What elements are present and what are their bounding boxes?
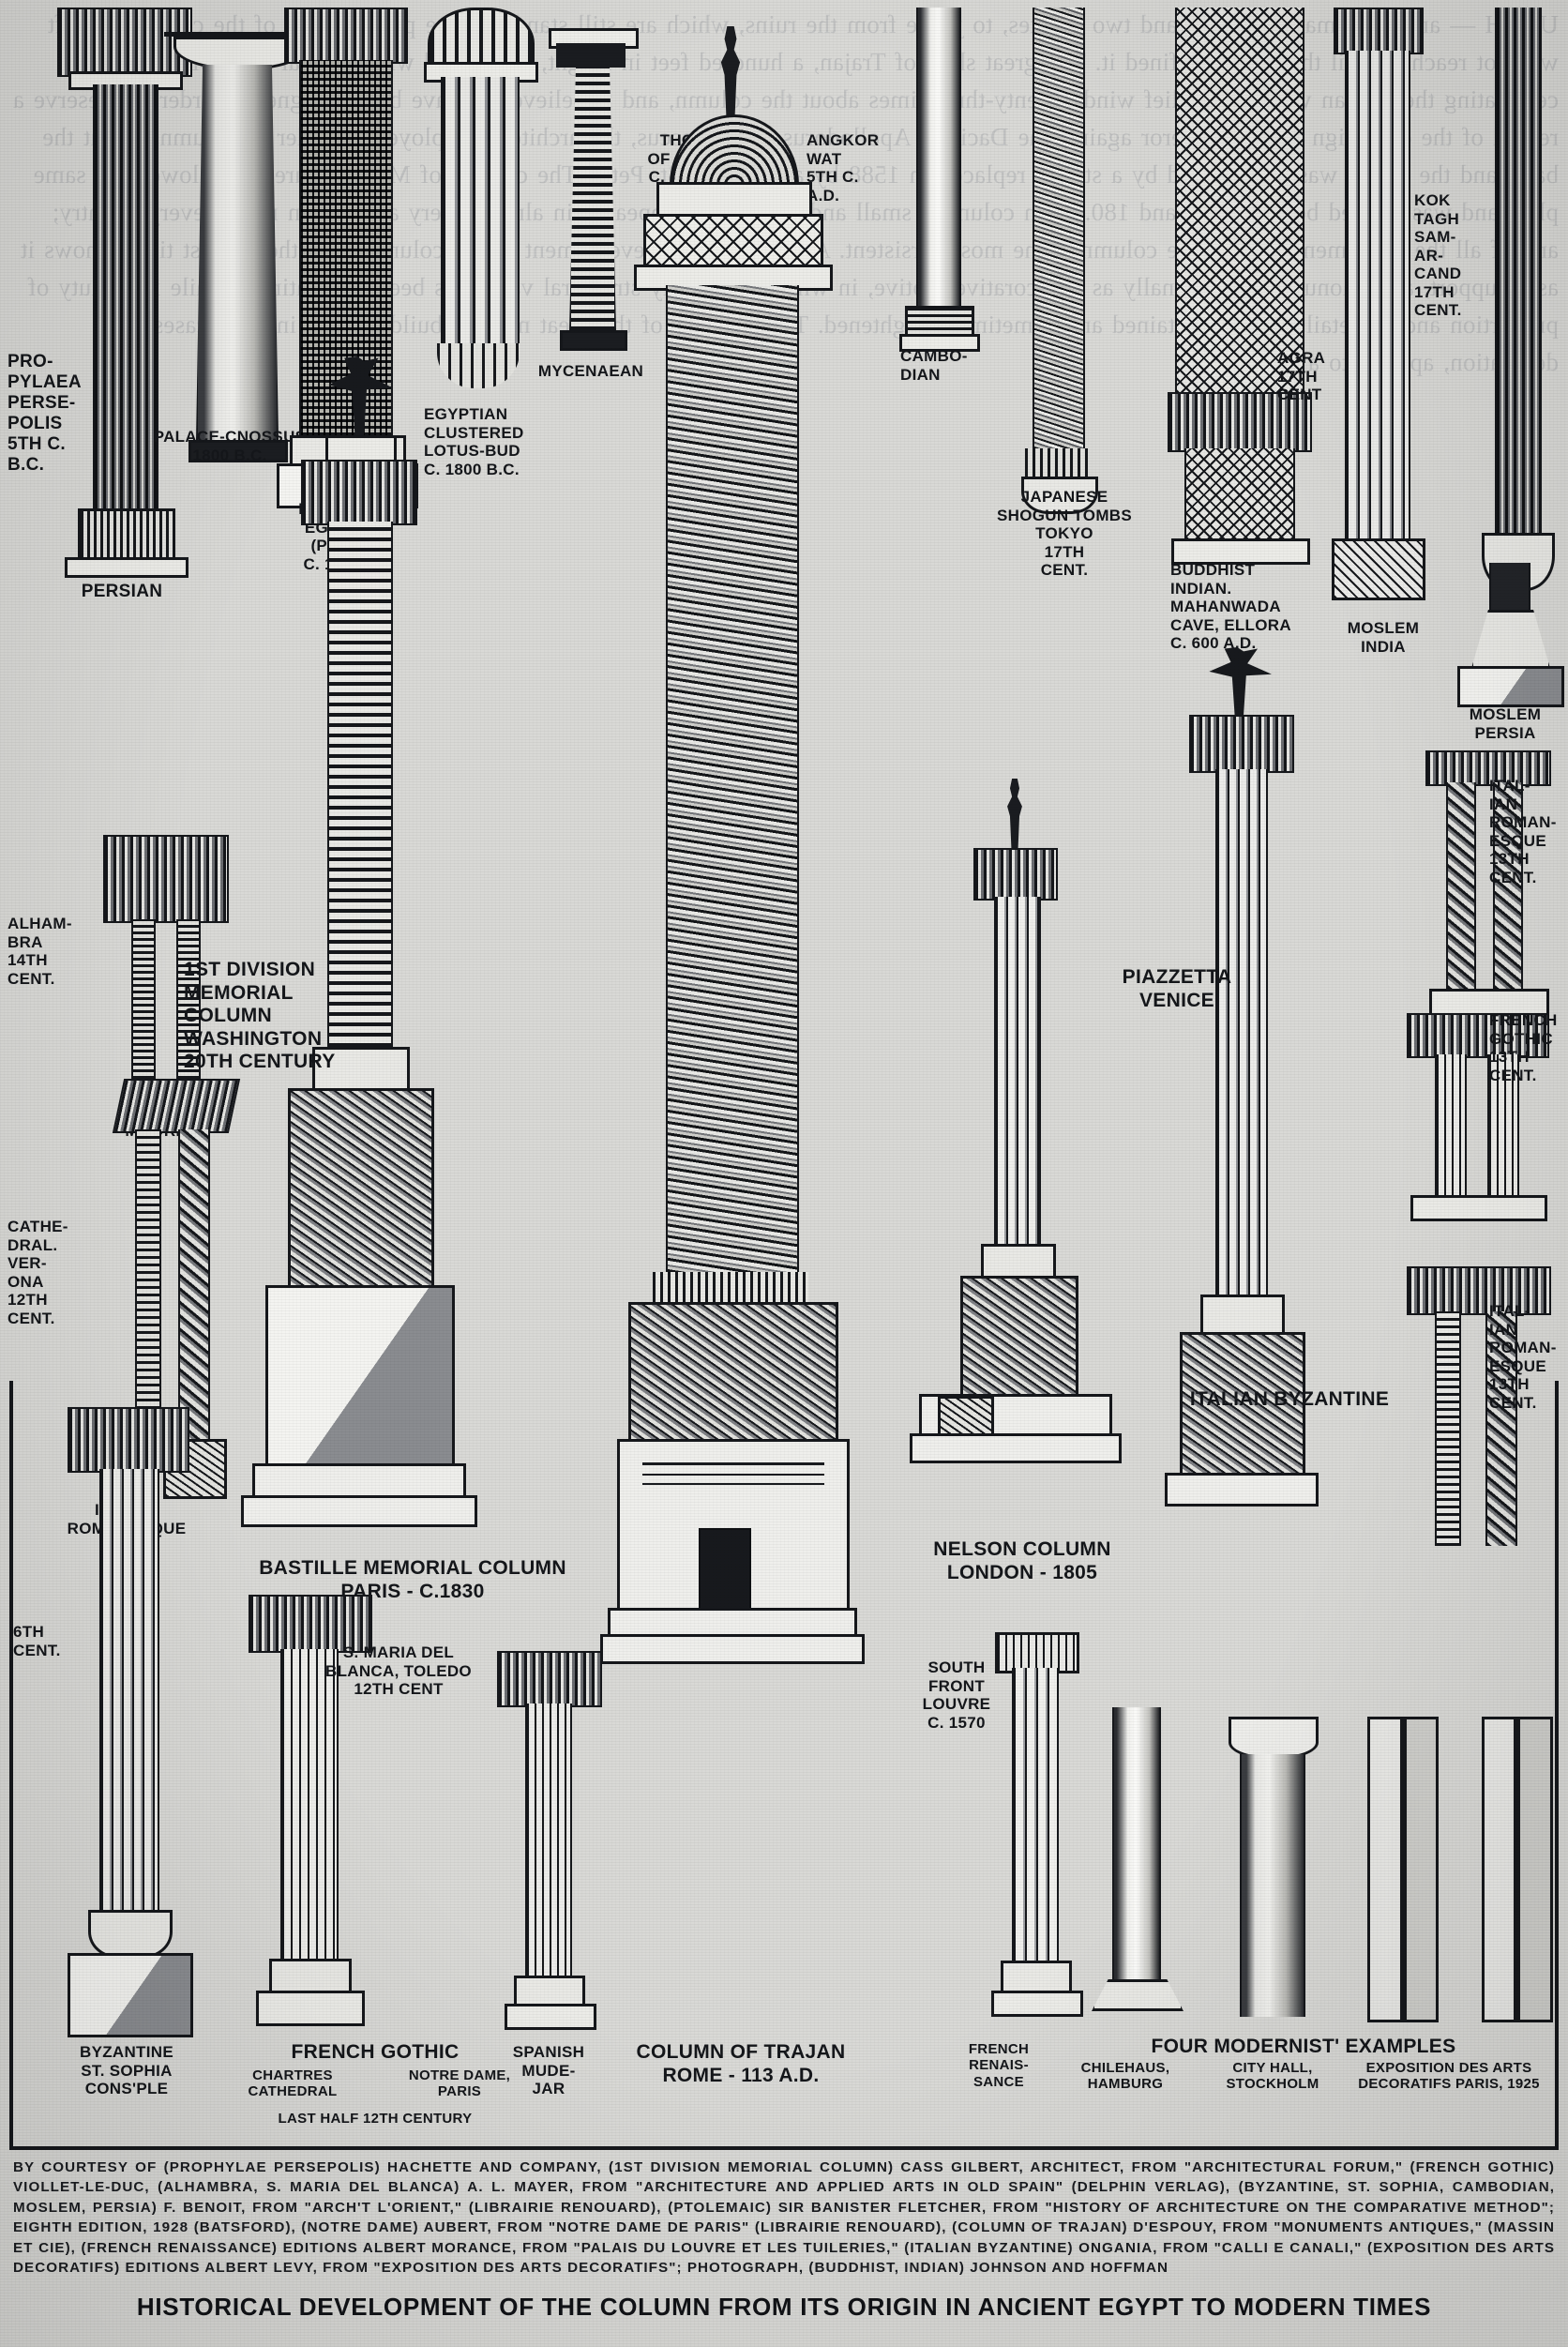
label-french-gothic-bottom: FRENCH GOTHIC — [291, 2041, 460, 2063]
label-piazzetta-venice: PIAZZETTA VENICE — [1122, 966, 1232, 1011]
plate-frame-right — [1555, 1381, 1559, 2146]
label-alhambra: ALHAM- BRA 14TH CENT. — [8, 915, 72, 988]
column-cathedral-verona — [81, 1079, 241, 1529]
label-persian: PERSIAN — [81, 582, 163, 601]
label-column-of-trajan: COLUMN OF TRAJAN ROME - 113 A.D. — [636, 2041, 846, 2086]
column-japanese-shogun-tombs — [1018, 8, 1098, 552]
nelson-statue-icon — [1007, 779, 1022, 848]
column-s-maria-del-blanca — [249, 1595, 372, 2036]
label-s-maria-del-blanca: S. MARIA DEL BLANCA, TOLEDO 12TH CENT — [325, 1643, 472, 1699]
column-expo-arts-decoratifs-a — [1358, 1717, 1442, 2036]
trajan-statue-icon — [720, 26, 741, 116]
label-egyptian-lotus-bud: EGYPTIAN CLUSTERED LOTUS-BUD C. 1800 B.C… — [424, 405, 524, 478]
column-mycenaean — [549, 8, 639, 383]
column-expo-arts-decoratifs-b — [1472, 1717, 1557, 2036]
label-nelson-column: NELSON COLUMN LONDON - 1805 — [933, 1538, 1111, 1583]
label-italian-romanesque-13: ITAL- IAN ROMAN- ESQUE 13TH CENT. — [1489, 777, 1557, 886]
label-buddhist-indian: BUDDHIST INDIAN. MAHANWADA CAVE, ELLORA … — [1170, 561, 1291, 653]
column-agra — [1324, 8, 1427, 627]
column-of-trajan — [600, 17, 865, 1949]
label-byzantine-st-sophia: BYZANTINE ST. SOPHIA CONS'PLE — [80, 2043, 173, 2098]
column-byzantine-st-sophia — [56, 1407, 197, 2045]
label-japanese-shogun-tombs: JAPANESE SHOGUN TOMBS TOKYO 17TH CENT. — [996, 488, 1133, 580]
column-french-gothic-13 — [1407, 1013, 1549, 1248]
column-italian-romanesque-upper — [1425, 750, 1551, 1051]
label-agra: AGRA 17TH CENT — [1277, 349, 1326, 404]
label-spanish-mudejar: SPANISH MUDE- JAR — [512, 2043, 585, 2098]
credits-block: BY COURTESY OF (PROPHYLAE PERSEPOLIS) HA… — [13, 2159, 1555, 2277]
column-persian — [52, 8, 192, 589]
label-chartres-cathedral: CHARTRES CATHEDRAL — [248, 2067, 338, 2100]
label-moslem-persia: MOSLEM PERSIA — [1469, 705, 1542, 742]
column-chilehaus-hamburg — [1088, 1707, 1184, 2036]
label-chilehaus-hamburg: CHILEHAUS, HAMBURG — [1080, 2060, 1170, 2093]
column-kok-tagh-samarcand — [1474, 8, 1555, 608]
column-south-front-louvre — [989, 1632, 1083, 2036]
bastille-genie-icon — [328, 356, 393, 435]
label-four-modernist-examples: FOUR MODERNIST' EXAMPLES — [1151, 2036, 1456, 2057]
label-expo-arts-decoratifs: EXPOSITION DES ARTS DECORATIFS PARIS, 19… — [1358, 2060, 1540, 2093]
label-propylaea-persepolis: PRO- PYLAEA PERSE- POLIS 5TH C. B.C. — [8, 352, 82, 476]
label-cambodian: CAMBO- DIAN — [900, 347, 968, 384]
label-bastille-memorial-column: BASTILLE MEMORIAL COLUMN PARIS - C.1830 — [259, 1557, 566, 1602]
column-chartres-cathedral — [211, 1613, 370, 2036]
label-italian-byzantine: ITALIAN BYZANTINE — [1189, 1388, 1390, 1410]
trajan-spiral-relief — [666, 285, 799, 1272]
label-moslem-india: MOSLEM INDIA — [1347, 619, 1420, 656]
label-south-front-louvre: SOUTH FRONT LOUVRE C. 1570 — [922, 1658, 991, 1732]
label-cathedral-verona: CATHE- DRAL. VER- ONA 12TH CENT. — [8, 1218, 68, 1327]
column-buddhist-indian — [1168, 8, 1312, 580]
column-nelson-london — [910, 779, 1122, 1491]
label-kok-tagh-samarcand: KOK TAGH SAM- AR- CAND 17TH CENT. — [1414, 191, 1462, 320]
column-spanish-mudejar — [497, 1651, 602, 2036]
column-italian-romanesque-lower — [1407, 1266, 1551, 1576]
column-moorish-alhambra — [103, 835, 229, 1126]
label-french-gothic-13: FRENCH GOTHIC 13TH CENT. — [1489, 1011, 1558, 1084]
column-piazzetta-venice — [1163, 647, 1319, 1576]
label-palace-cnossus: PALACE-CNOSSUS 1800 B.C. — [153, 428, 307, 464]
label-french-renaissance: FRENCH RENAIS- SANCE — [968, 2041, 1030, 2090]
label-angkor-wat: ANGKOR WAT 5TH C. A.D. — [807, 131, 880, 204]
piazzetta-lion-icon — [1209, 647, 1272, 715]
plate-frame-left — [9, 1381, 13, 2146]
column-egyptian-lotus-bud — [422, 8, 538, 411]
column-moslem-persia — [1452, 563, 1564, 741]
plate-caption: HISTORICAL DEVELOPMENT OF THE COLUMN FRO… — [136, 2293, 1432, 2321]
column-bastille-memorial — [241, 356, 477, 1576]
label-notre-dame-paris: NOTRE DAME, PARIS — [408, 2067, 511, 2100]
column-palace-cnossus — [164, 8, 314, 533]
label-city-hall-stockholm: CITY HALL, STOCKHOLM — [1226, 2060, 1319, 2093]
caption-rule-top — [9, 2146, 1559, 2150]
label-italian-romanesque-13b: ITAL- IAN ROMAN- ESQUE 13TH CENT. — [1489, 1302, 1557, 1412]
label-mycenaean: MYCENAEAN — [537, 362, 644, 380]
label-sixth-cent: 6TH CENT. — [13, 1623, 61, 1659]
column-cambodian — [896, 8, 980, 364]
label-chartres-span: LAST HALF 12TH CENTURY — [278, 2111, 473, 2127]
column-city-hall-stockholm — [1219, 1717, 1322, 2036]
label-first-division-memorial: 1ST DIVISION MEMORIAL COLUMN WASHINGTON … — [184, 959, 336, 1073]
